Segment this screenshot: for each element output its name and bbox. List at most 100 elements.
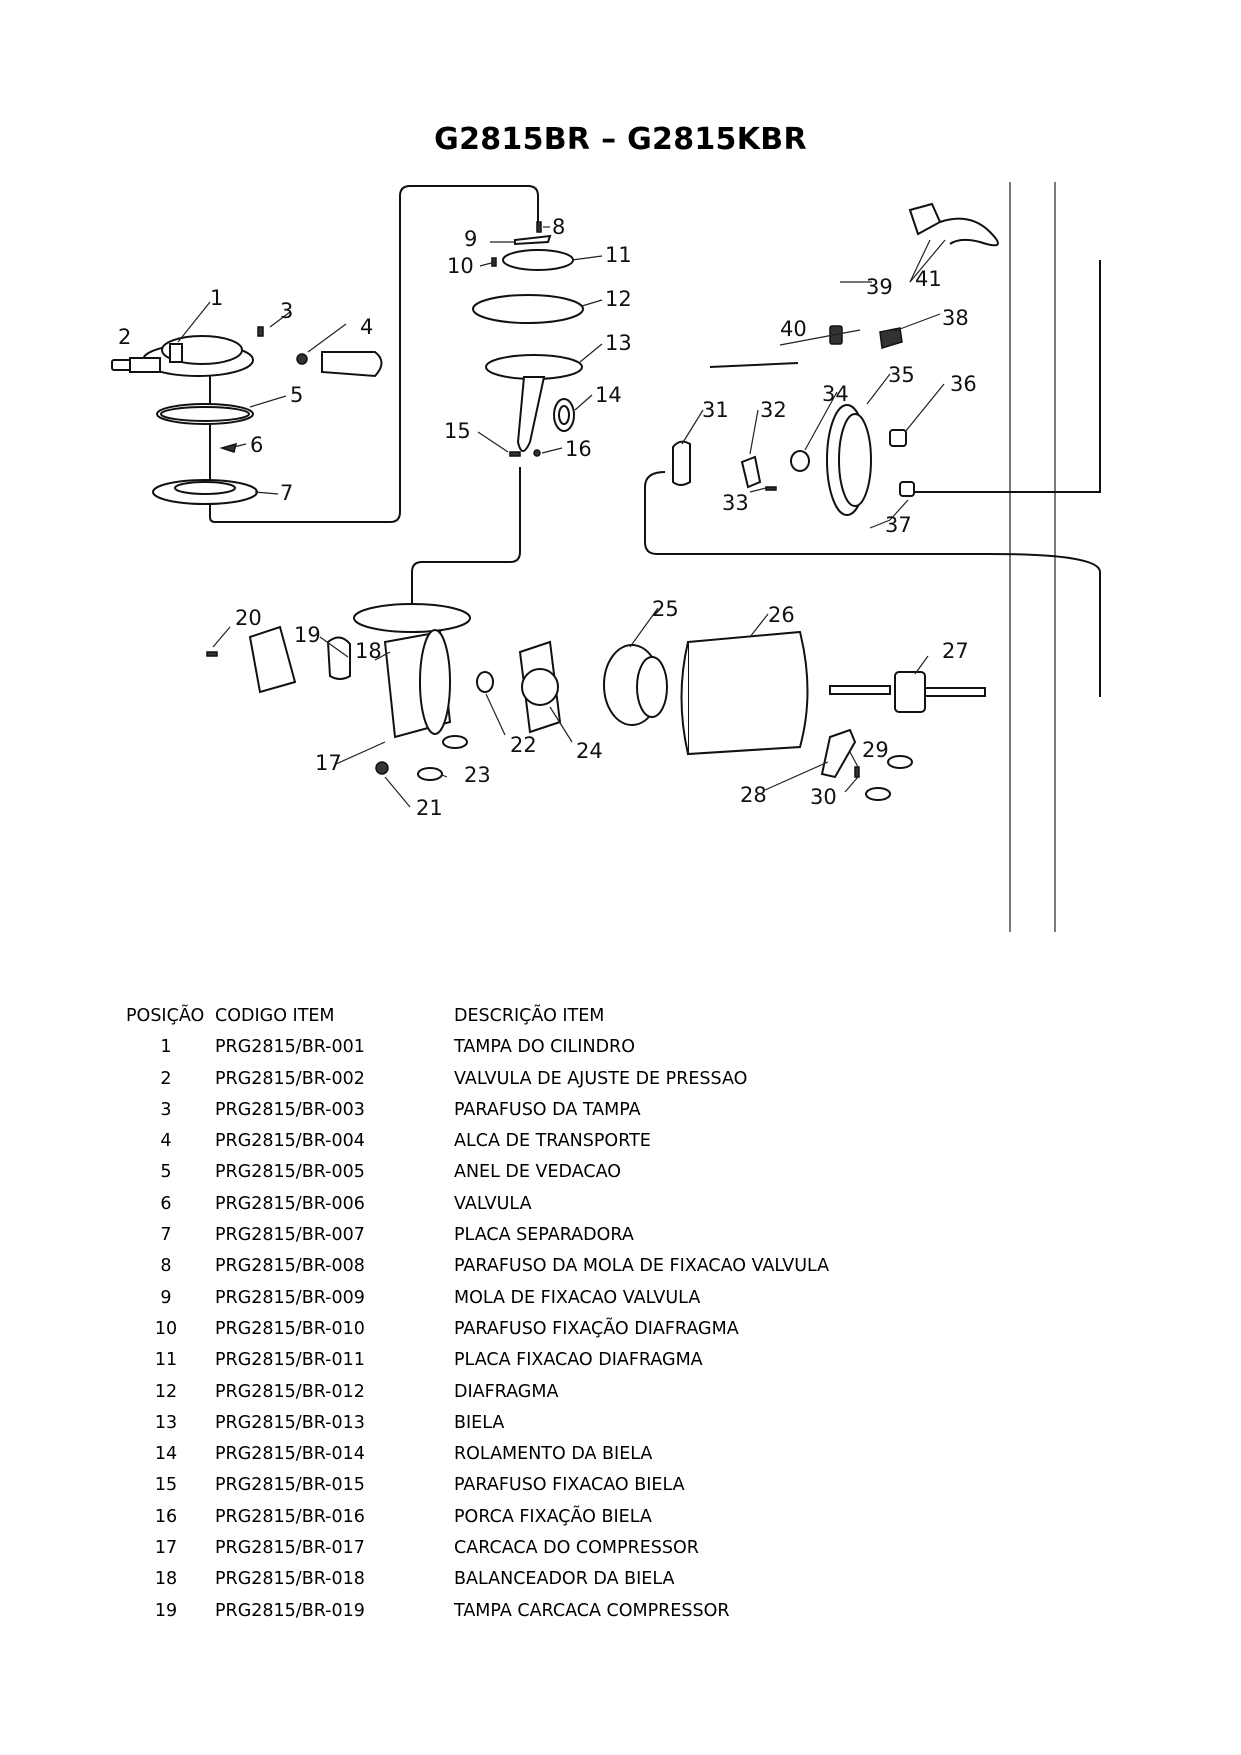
row-description: PLACA SEPARADORA (454, 1225, 634, 1246)
row-code: PRG2815/BR-013 (215, 1412, 365, 1433)
row-description: DIAFRAGMA (454, 1381, 559, 1402)
callout-12: 12 (605, 287, 632, 311)
row-position: 9 (160, 1287, 172, 1308)
row-description: CARCACA DO COMPRESSOR (454, 1538, 699, 1559)
row-description: PLACA FIXACAO DIAFRAGMA (454, 1350, 703, 1371)
row-description: PARAFUSO FIXAÇÃO DIAFRAGMA (454, 1318, 739, 1339)
cylinder-cover-group (111, 326, 383, 505)
callout-13: 13 (605, 331, 632, 355)
row-description: ANEL DE VEDACAO (454, 1162, 622, 1183)
row-code: PRG2815/BR-014 (215, 1444, 365, 1465)
callout-36: 36 (950, 372, 977, 396)
callout-4: 4 (360, 315, 373, 339)
header-code: CODIGO ITEM (215, 1006, 335, 1026)
callout-41: 41 (915, 267, 942, 291)
row-code: PRG2815/BR-015 (215, 1475, 365, 1496)
row-code: PRG2815/BR-019 (215, 1600, 365, 1621)
row-description: VALVULA DE AJUSTE DE PRESSAO (454, 1068, 748, 1089)
callout-1: 1 (210, 286, 223, 310)
callout-5: 5 (290, 383, 303, 407)
callout-24: 24 (576, 739, 603, 763)
callout-17: 17 (315, 751, 342, 775)
row-position: 16 (154, 1506, 178, 1527)
callout-21: 21 (416, 796, 443, 820)
row-position: 8 (160, 1256, 172, 1277)
row-code: PRG2815/BR-012 (215, 1381, 365, 1402)
callout-32: 32 (760, 398, 787, 422)
callout-28: 28 (740, 783, 767, 807)
row-description: PARAFUSO FIXACAO BIELA (454, 1475, 685, 1496)
callout-31: 31 (702, 398, 729, 422)
row-description: PARAFUSO DA TAMPA (454, 1099, 641, 1120)
row-code: PRG2815/BR-006 (215, 1193, 365, 1214)
document-title: G2815BR – G2815KBR (434, 122, 807, 157)
callout-26: 26 (768, 603, 795, 627)
row-code: PRG2815/BR-011 (215, 1350, 365, 1371)
row-position: 6 (160, 1193, 172, 1214)
row-position: 10 (154, 1318, 178, 1339)
callout-3: 3 (280, 299, 293, 323)
callout-29: 29 (862, 738, 889, 762)
row-code: PRG2815/BR-018 (215, 1569, 365, 1590)
row-position: 3 (160, 1099, 172, 1120)
callout-20: 20 (235, 606, 262, 630)
row-code: PRG2815/BR-017 (215, 1538, 365, 1559)
callout-37: 37 (885, 513, 912, 537)
row-code: PRG2815/BR-009 (215, 1287, 365, 1308)
row-position: 12 (154, 1381, 178, 1402)
row-code: PRG2815/BR-001 (215, 1037, 365, 1058)
callout-9: 9 (464, 227, 477, 251)
row-description: PARAFUSO DA MOLA DE FIXACAO VALVULA (454, 1256, 830, 1277)
row-position: 5 (160, 1162, 172, 1183)
header-position: POSIÇÃO (126, 1006, 205, 1026)
callout-18: 18 (355, 639, 382, 663)
row-code: PRG2815/BR-008 (215, 1256, 365, 1277)
row-position: 14 (154, 1444, 178, 1465)
connecting-rod-group (472, 221, 584, 457)
row-code: PRG2815/BR-004 (215, 1131, 365, 1152)
callout-39: 39 (866, 275, 893, 299)
row-description: ALCA DE TRANSPORTE (454, 1131, 651, 1152)
row-position: 2 (160, 1068, 172, 1089)
row-position: 17 (154, 1538, 178, 1559)
callout-labels: 1 2 3 4 5 6 7 8 9 10 11 12 13 14 15 16 1… (118, 215, 977, 820)
callout-16: 16 (565, 437, 592, 461)
callout-14: 14 (595, 383, 622, 407)
row-code: PRG2815/BR-007 (215, 1225, 365, 1246)
row-position: 7 (160, 1225, 172, 1246)
callout-10: 10 (447, 254, 474, 278)
row-position: 18 (154, 1569, 178, 1590)
callout-30: 30 (810, 785, 837, 809)
row-description: TAMPA DO CILINDRO (454, 1037, 635, 1058)
callout-40: 40 (780, 317, 807, 341)
callout-8: 8 (552, 215, 565, 239)
row-code: PRG2815/BR-016 (215, 1506, 365, 1527)
callout-6: 6 (250, 433, 263, 457)
row-description: MOLA DE FIXACAO VALVULA (454, 1287, 701, 1308)
row-description: TAMPA CARCACA COMPRESSOR (454, 1600, 730, 1621)
row-position: 11 (154, 1350, 178, 1371)
row-position: 13 (154, 1412, 178, 1433)
row-description: BIELA (454, 1412, 505, 1433)
callout-22: 22 (510, 733, 537, 757)
callout-38: 38 (942, 306, 969, 330)
row-description: ROLAMENTO DA BIELA (454, 1444, 653, 1465)
callout-2: 2 (118, 325, 131, 349)
motor-end-group (672, 202, 999, 516)
row-code: PRG2815/BR-002 (215, 1068, 365, 1089)
callout-27: 27 (942, 639, 969, 663)
row-description: VALVULA (454, 1193, 532, 1214)
callout-35: 35 (888, 363, 915, 387)
callout-25: 25 (652, 597, 679, 621)
row-code: PRG2815/BR-003 (215, 1099, 365, 1120)
callout-34: 34 (822, 382, 849, 406)
row-code: PRG2815/BR-005 (215, 1162, 365, 1183)
row-position: 1 (160, 1037, 172, 1058)
row-description: PORCA FIXAÇÃO BIELA (454, 1506, 652, 1527)
row-code: PRG2815/BR-010 (215, 1318, 365, 1339)
compressor-motor-group (206, 603, 986, 801)
callout-7: 7 (280, 481, 293, 505)
row-description: BALANCEADOR DA BIELA (454, 1569, 675, 1590)
callout-33: 33 (722, 491, 749, 515)
row-position: 15 (154, 1475, 178, 1496)
